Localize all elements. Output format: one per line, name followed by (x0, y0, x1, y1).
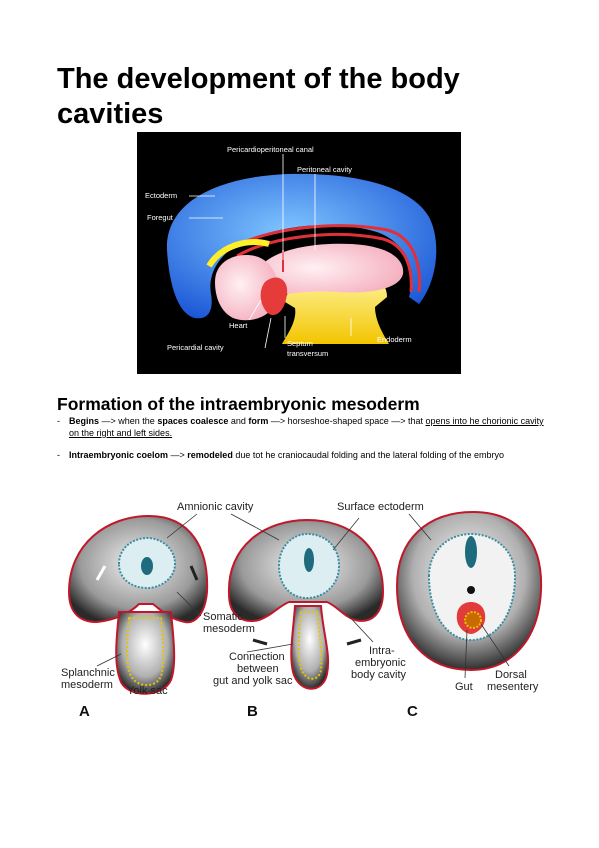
label-embryonic: embryonic (355, 657, 406, 669)
label-between: between (237, 663, 279, 675)
label-septum: Septum (287, 339, 313, 348)
label-splanchnic-mesoderm: mesoderm (61, 679, 113, 691)
label-transversum: transversum (287, 349, 328, 358)
list-item: - Intraembryonic coelom —> remodeled due… (57, 449, 547, 461)
bullet-text: Begins —> when the spaces coalesce and f… (69, 415, 547, 439)
foregut-shape (206, 239, 270, 268)
label-intra: Intra- (369, 645, 395, 657)
label-ectoderm: Ectoderm (145, 191, 177, 200)
label-connection: Connection (229, 651, 285, 663)
panel-c-drawing (395, 510, 543, 672)
label-mesentery: mesentery (487, 681, 539, 693)
label-somatic-mesoderm: mesoderm (203, 623, 255, 635)
text-run: —> when the (99, 416, 158, 426)
panel-label-c: C (407, 703, 418, 720)
label-pericardioperitoneal-canal: Pericardioperitoneal canal (227, 145, 314, 154)
label-heart: Heart (229, 321, 248, 330)
bold-term: remodeled (187, 450, 233, 460)
label-peritoneal-cavity: Peritoneal cavity (297, 165, 352, 174)
panel-a-drawing (67, 514, 209, 695)
label-amnionic-cavity: Amnionic cavity (177, 501, 254, 513)
section-heading: Formation of the intraembryonic mesoderm (57, 394, 420, 414)
bold-term: spaces coalesce (157, 416, 229, 426)
text-run: and (228, 416, 249, 426)
text-run: due tot he craniocaudal folding and the … (232, 450, 504, 460)
label-somatic: Somatic (203, 611, 243, 623)
cross-section-figure: Amnionic cavity Surface ectoderm Somatic… (57, 494, 543, 722)
label-gut: Gut (455, 681, 473, 693)
page-title: The development of the body cavities (57, 63, 460, 130)
embryo-section-figure: Pericardioperitoneal canal Peritoneal ca… (137, 132, 461, 374)
bullet-text: Intraembryonic coelom —> remodeled due t… (69, 449, 504, 461)
label-splanchnic: Splanchnic (61, 667, 115, 679)
label-dorsal: Dorsal (495, 669, 527, 681)
bullet-dash: - (57, 416, 60, 426)
bold-term: form (248, 416, 269, 426)
panel-b-drawing (227, 518, 385, 690)
bullet-dash: - (57, 450, 60, 460)
label-gut-and-yolk-sac: gut and yolk sac (213, 675, 293, 687)
ectoderm-shape (166, 173, 437, 319)
bullet-list: - Begins —> when the spaces coalesce and… (57, 415, 547, 471)
label-body-cavity: body cavity (351, 669, 407, 681)
label-endoderm: Endoderm (377, 335, 412, 344)
underlined-text: opens into he chorionic cavity on the ri… (69, 416, 544, 438)
text-run: —> (168, 450, 188, 460)
label-pericardial-cavity: Pericardial cavity (167, 343, 224, 352)
peritoneal-cavity-shape (254, 243, 404, 298)
label-foregut: Foregut (147, 213, 174, 222)
label-yolk-sac: Yolk sac (127, 685, 168, 697)
panel-label-a: A (79, 703, 90, 720)
label-surface-ectoderm: Surface ectoderm (337, 501, 424, 513)
bold-term: Intraembryonic coelom (69, 450, 169, 460)
heart-shape (260, 277, 288, 316)
text-run: —> horseshoe-shaped space —> that (268, 416, 426, 426)
list-item: - Begins —> when the spaces coalesce and… (57, 415, 547, 439)
bold-term: Begins (69, 416, 100, 426)
panel-label-b: B (247, 703, 258, 720)
